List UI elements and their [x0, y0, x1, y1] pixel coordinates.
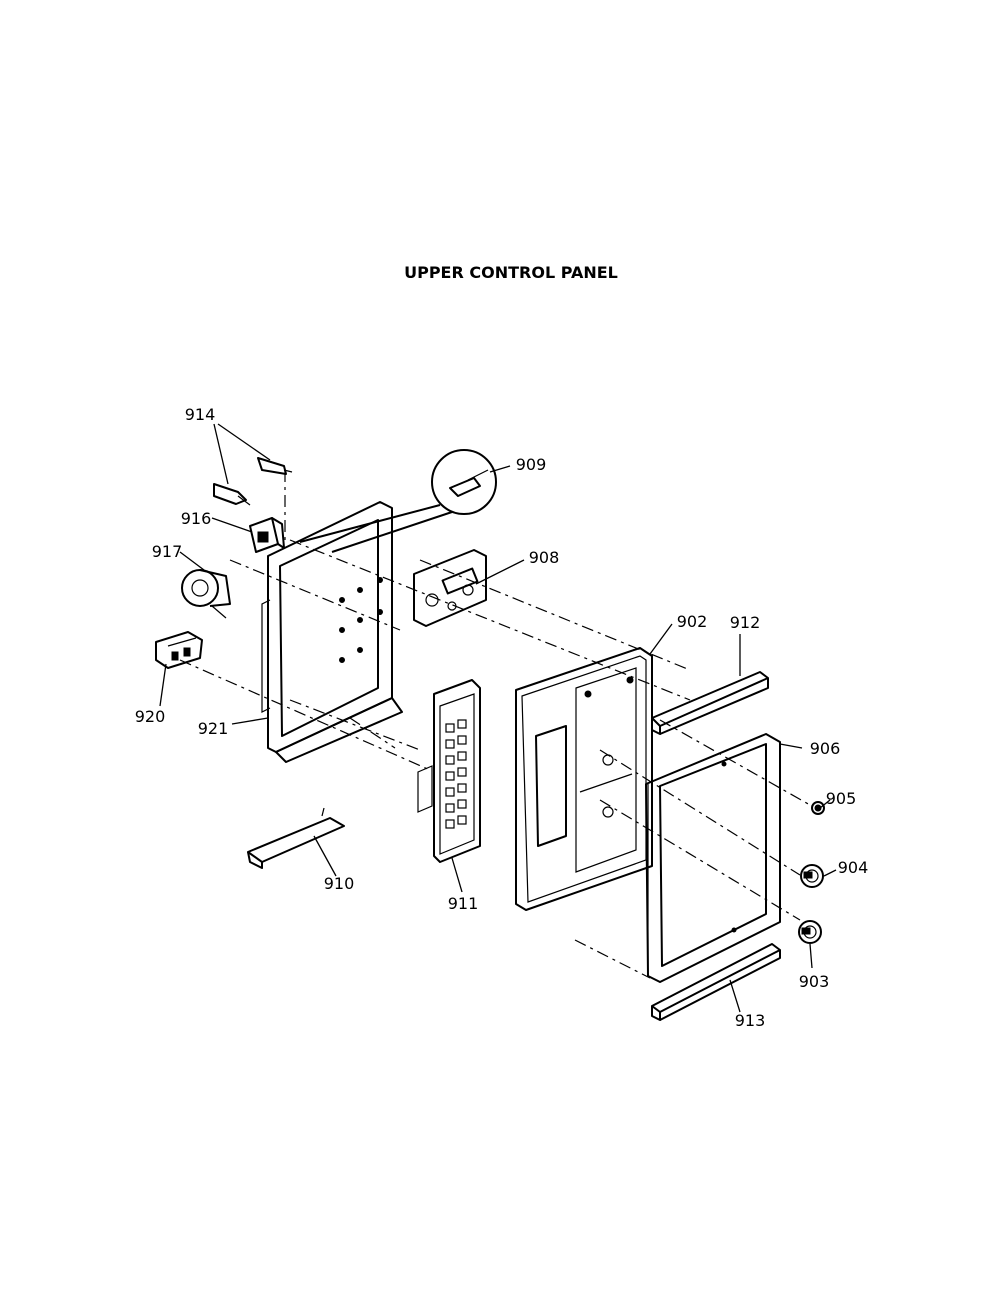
motor-917 [181, 569, 231, 619]
knob-905 [811, 801, 825, 815]
keypad-keys [445, 719, 467, 829]
part-labels: 914 909 916 917 908 902 912 920 906 921 … [135, 405, 869, 1030]
label-910: 910 [324, 874, 355, 893]
label-908: 908 [529, 548, 560, 567]
switch-block-920 [155, 631, 203, 669]
label-913: 913 [735, 1011, 766, 1030]
trim-strip-912 [651, 671, 769, 735]
panel-frame-921 [261, 501, 403, 763]
bracket-910 [247, 807, 345, 869]
relay-916 [249, 517, 285, 553]
outer-frame-906 [645, 733, 781, 983]
diagram-title: UPPER CONTROL PANEL [404, 263, 618, 282]
label-912: 912 [730, 613, 761, 632]
label-920: 920 [135, 707, 166, 726]
label-905: 905 [826, 789, 857, 808]
label-904: 904 [838, 858, 869, 877]
label-916: 916 [181, 509, 212, 528]
label-914: 914 [185, 405, 216, 424]
frame-holes [339, 577, 383, 663]
knob-904 [800, 864, 824, 888]
label-917: 917 [152, 542, 183, 561]
trim-strip-913 [651, 943, 781, 1021]
leader-lines [159, 423, 837, 1013]
label-906: 906 [810, 739, 841, 758]
label-921: 921 [198, 719, 229, 738]
wire-connectors-914 [213, 457, 293, 506]
detail-circle-909 [299, 449, 497, 553]
display-board-908 [413, 549, 487, 627]
keypad-board-911 [417, 679, 481, 863]
label-902: 902 [677, 612, 708, 631]
label-911: 911 [448, 894, 479, 913]
front-panel-902 [515, 647, 653, 911]
label-909: 909 [516, 455, 547, 474]
knob-903 [798, 920, 822, 944]
label-903: 903 [799, 972, 830, 991]
